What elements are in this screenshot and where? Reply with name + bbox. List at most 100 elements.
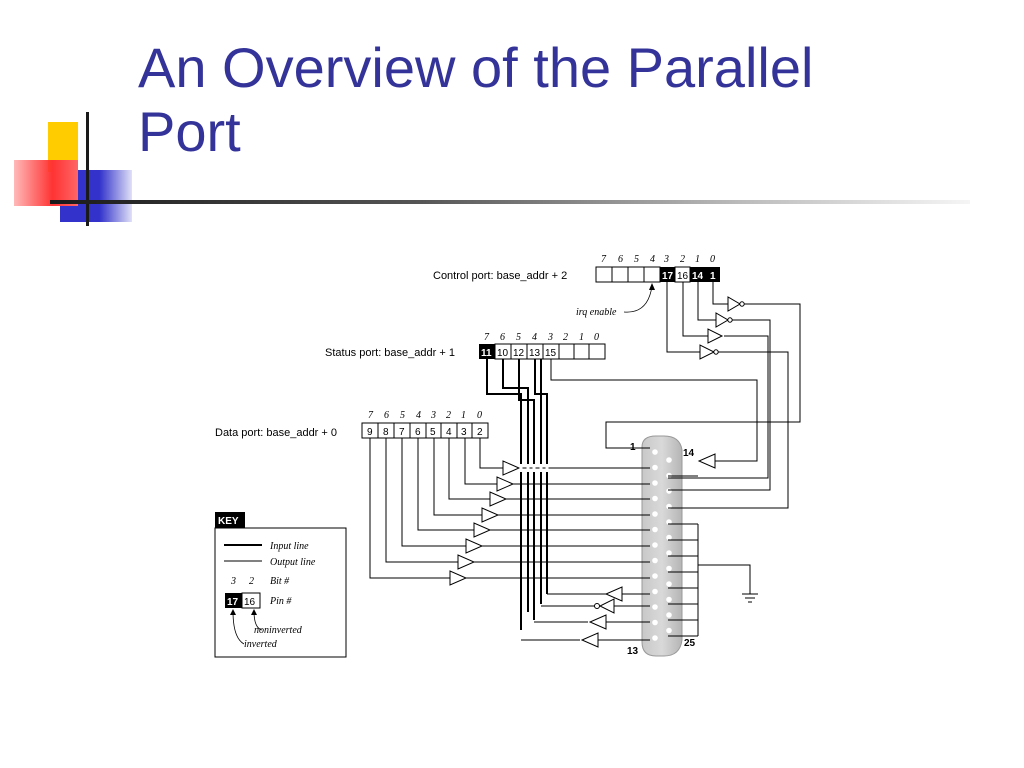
connector-pin xyxy=(666,519,672,525)
key-inverted-arrow xyxy=(232,610,245,645)
control-bit-4: 4 xyxy=(650,254,655,265)
control-buffer-3 xyxy=(699,344,716,360)
connector-pin xyxy=(652,449,658,455)
wiring xyxy=(369,282,801,641)
buffers xyxy=(449,296,745,648)
data-bit-7: 7 xyxy=(368,410,374,421)
connector-pin xyxy=(652,635,658,641)
control-buffer-0 xyxy=(727,296,741,312)
connector-pin xyxy=(666,627,672,634)
control-pin-16-text: 16 xyxy=(677,271,689,282)
connector-pin xyxy=(652,573,658,579)
status-bit-2: 2 xyxy=(563,332,568,343)
data-buffer-3 xyxy=(481,507,500,523)
control-bit-5: 5 xyxy=(634,254,639,265)
status-buffer-1-invert xyxy=(594,603,600,609)
data-pin-5-text: 5 xyxy=(430,427,436,438)
data-pin-7-text: 7 xyxy=(399,427,405,438)
connector-pin xyxy=(652,464,658,471)
status-bit-numbers: 7 6 5 4 3 2 1 0 xyxy=(484,332,599,343)
connector-pin xyxy=(666,534,672,541)
control-cell-pin-14 xyxy=(690,267,705,282)
connector-pin xyxy=(666,612,672,618)
connector-pin xyxy=(652,542,658,548)
connector-pin xyxy=(652,604,658,610)
key-pin-example-a: 17 xyxy=(227,597,239,608)
connector-pin xyxy=(652,511,658,517)
connector-pin xyxy=(652,526,658,533)
key-bit-label: Bit # xyxy=(270,576,290,587)
pin-13-label: 13 xyxy=(627,646,639,657)
control-buffer-1 xyxy=(715,312,729,328)
title-line-1: An Overview of the Parallel xyxy=(138,36,814,99)
status-buffer-1 xyxy=(598,598,615,614)
status-buffer-2 xyxy=(588,614,607,630)
status-buffer-3 xyxy=(580,632,599,648)
connector-pin xyxy=(666,488,672,494)
pin-15-buffer xyxy=(697,453,716,469)
control-bit-6: 6 xyxy=(618,254,623,265)
key-pin-example-b: 16 xyxy=(244,597,256,608)
control-port-label: Control port: base_addr + 2 xyxy=(433,270,567,282)
status-bit-0: 0 xyxy=(594,332,599,343)
data-bit-1: 1 xyxy=(461,410,466,421)
control-pin-1-text: 1 xyxy=(710,271,716,282)
control-bit-numbers: 7 6 5 4 3 2 1 0 xyxy=(601,254,715,265)
irq-enable-label: irq enable xyxy=(576,307,617,318)
status-pin-13-text: 13 xyxy=(529,348,541,359)
control-cell-pin-17 xyxy=(660,267,675,282)
data-bit-numbers: 7 6 5 4 3 2 1 0 xyxy=(368,410,482,421)
data-buffer-2 xyxy=(489,491,508,507)
data-pin-9-text: 9 xyxy=(367,427,373,438)
key-bit-example-a: 3 xyxy=(230,576,236,587)
data-buffer-7 xyxy=(449,570,468,586)
connector-pin xyxy=(652,557,658,564)
key-noninverted: noninverted xyxy=(254,625,303,636)
legend-key: KEY Input line Output line 3 2 Bit # 17 … xyxy=(214,512,347,658)
decor-vertical-line xyxy=(86,112,89,226)
control-pin-17-text: 17 xyxy=(662,271,674,282)
control-bit-7: 7 xyxy=(601,254,607,265)
connector-pin xyxy=(666,550,672,556)
data-register: 7 6 5 4 3 2 1 0 9 8 7 6 5 4 3 2 xyxy=(361,410,489,439)
control-bit-0: 0 xyxy=(710,254,715,265)
connector-pin xyxy=(652,619,658,626)
data-pin-2-text: 2 xyxy=(477,427,483,438)
bus-crossings xyxy=(519,464,549,472)
irq-enable-arrow xyxy=(623,285,653,313)
status-bit-7: 7 xyxy=(484,332,490,343)
status-pin-11-text: 11 xyxy=(481,348,492,359)
control-bit-1: 1 xyxy=(695,254,700,265)
data-buffer-0 xyxy=(502,460,521,476)
connector-pin xyxy=(652,588,658,595)
status-bit-4: 4 xyxy=(532,332,537,343)
control-bit-3: 3 xyxy=(663,254,669,265)
key-pin-label: Pin # xyxy=(269,596,292,607)
title-underline xyxy=(50,200,970,204)
key-inverted: inverted xyxy=(244,639,278,650)
control-cell-pin-1 xyxy=(705,267,720,282)
data-pin-6-text: 6 xyxy=(415,427,421,438)
control-buffer-1-invert xyxy=(727,317,733,323)
data-bit-5: 5 xyxy=(400,410,405,421)
key-bit-example-b: 2 xyxy=(249,576,254,587)
status-register: 7 6 5 4 3 2 1 0 11 10 12 13 15 xyxy=(479,332,606,360)
control-bit-2: 2 xyxy=(680,254,685,265)
data-pin-4-text: 4 xyxy=(446,427,452,438)
control-buffer-0-invert xyxy=(739,301,745,307)
data-bit-6: 6 xyxy=(384,410,389,421)
data-pin-3-text: 3 xyxy=(461,427,467,438)
decor-red-square xyxy=(14,160,78,206)
control-pin-14-text: 14 xyxy=(692,271,704,282)
connector-pin xyxy=(666,596,672,603)
key-pin-noninverted-box xyxy=(241,592,261,609)
key-input-line: Input line xyxy=(269,541,309,552)
key-pin-inverted-box xyxy=(225,593,242,608)
data-buffer-4 xyxy=(473,522,492,538)
status-cell-pin-11 xyxy=(479,344,495,359)
connector-pins xyxy=(652,449,672,641)
data-buffer-1 xyxy=(496,476,515,492)
status-pin-12-text: 12 xyxy=(513,348,525,359)
data-bit-3: 3 xyxy=(430,410,436,421)
data-buffer-5 xyxy=(465,538,484,554)
